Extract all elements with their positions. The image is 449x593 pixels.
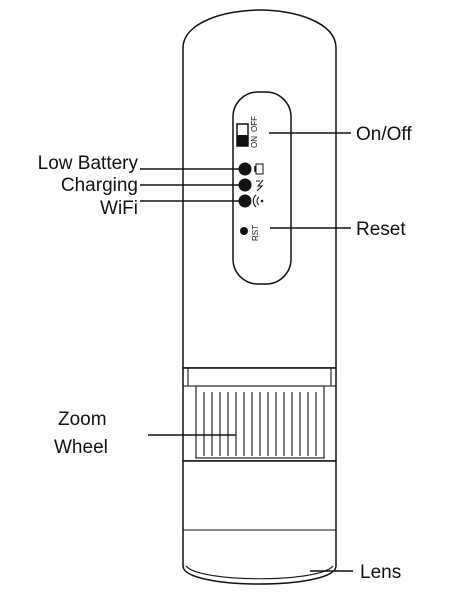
zoom-label-line2: Wheel (54, 437, 108, 458)
power-switch[interactable] (236, 123, 249, 147)
battery-icon (254, 163, 264, 175)
on-off-label: On/Off (356, 124, 412, 145)
zoom-label-line1: Zoom (58, 409, 107, 430)
charging-led (238, 178, 252, 192)
switch-off-marking: OFF (250, 116, 259, 132)
lens-barrel (182, 460, 337, 585)
low-battery-label: Low Battery (38, 153, 139, 174)
wifi-led (238, 194, 252, 208)
callout-labels: On/Off Low Battery Charging WiFi Reset Z… (38, 124, 413, 583)
wifi-label: WiFi (100, 198, 138, 219)
switch-on-marking: ON (250, 136, 259, 148)
reset-marking: RST (251, 225, 260, 241)
device-body (182, 9, 337, 585)
reset-button[interactable] (240, 227, 248, 235)
charging-icon (256, 179, 264, 192)
power-switch-knob (237, 135, 248, 146)
zoom-wheel-band (195, 385, 325, 459)
zoom-wheel[interactable] (195, 385, 325, 459)
leader-lines (140, 132, 353, 572)
low-battery-led (238, 162, 252, 176)
control-panel: ON OFF RST (232, 91, 292, 285)
reset-label: Reset (356, 219, 406, 240)
charging-label: Charging (61, 175, 138, 196)
lens-label: Lens (360, 562, 401, 583)
wifi-icon (252, 194, 264, 208)
